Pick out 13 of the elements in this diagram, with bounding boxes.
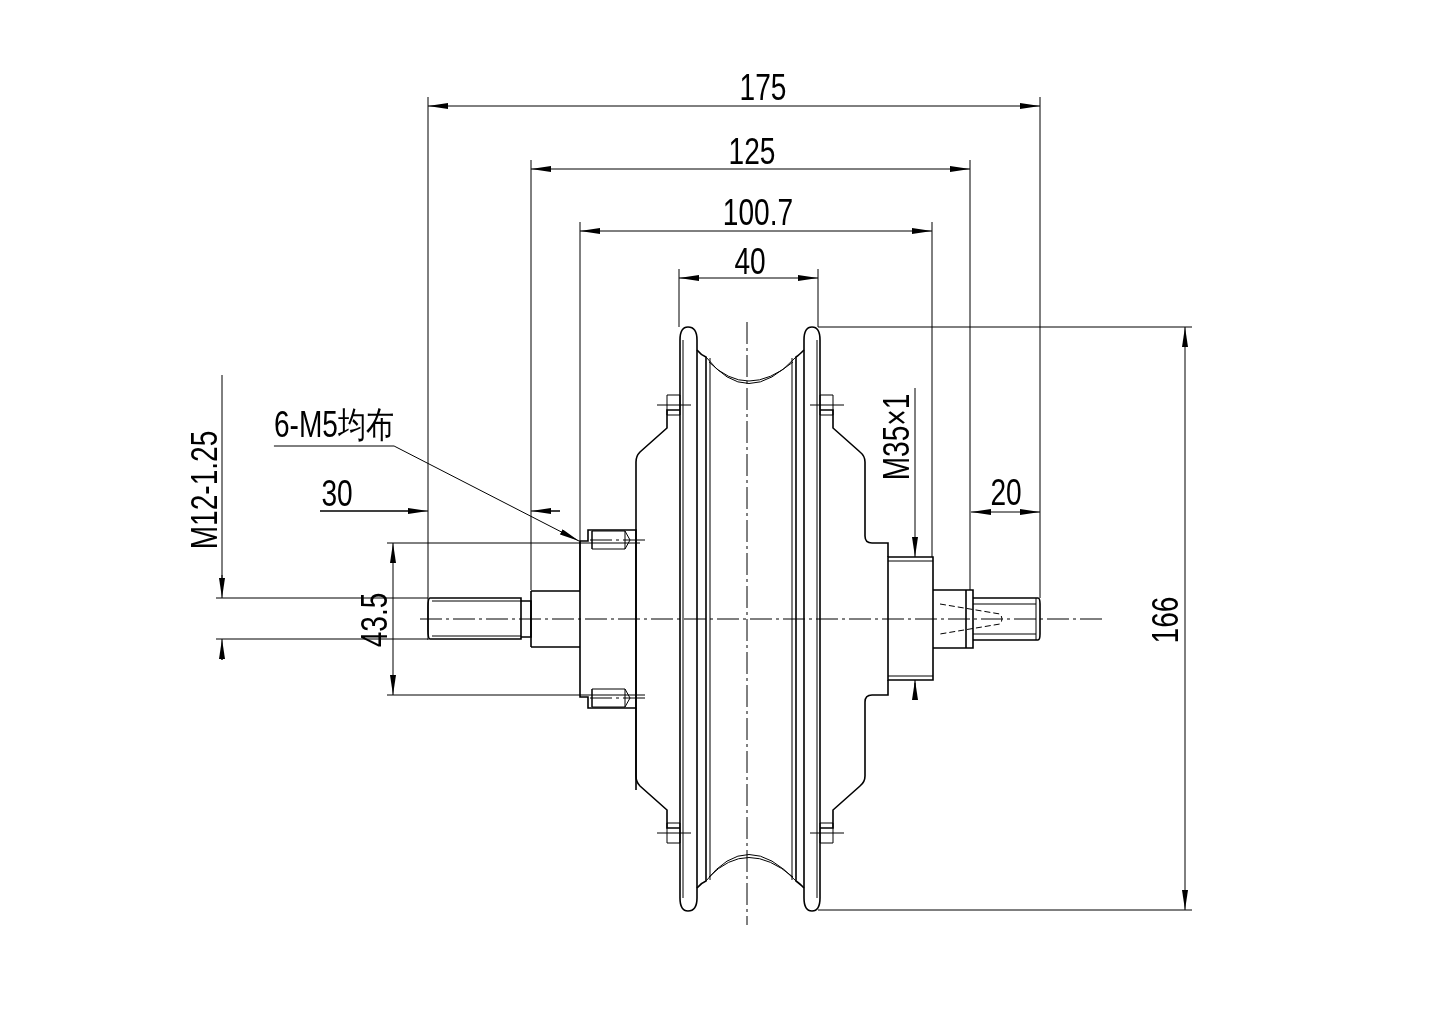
dimension-text: 125 bbox=[728, 134, 776, 170]
flange bbox=[579, 529, 637, 709]
dimension-text: M12-1.25 bbox=[187, 430, 223, 550]
dimension-text: M35×1 bbox=[879, 393, 915, 481]
dimension-text: 40 bbox=[734, 244, 766, 280]
dimension-text: 43.5 bbox=[357, 592, 393, 648]
note-text: 6-M5均布 bbox=[273, 407, 395, 443]
leader-line bbox=[273, 445, 580, 542]
dimension-text: 166 bbox=[1148, 596, 1184, 644]
dimension-text: 175 bbox=[739, 70, 787, 106]
dimension-text: 30 bbox=[321, 476, 353, 512]
dimension-text: 20 bbox=[990, 475, 1022, 511]
dimension-text: 100.7 bbox=[722, 195, 794, 231]
